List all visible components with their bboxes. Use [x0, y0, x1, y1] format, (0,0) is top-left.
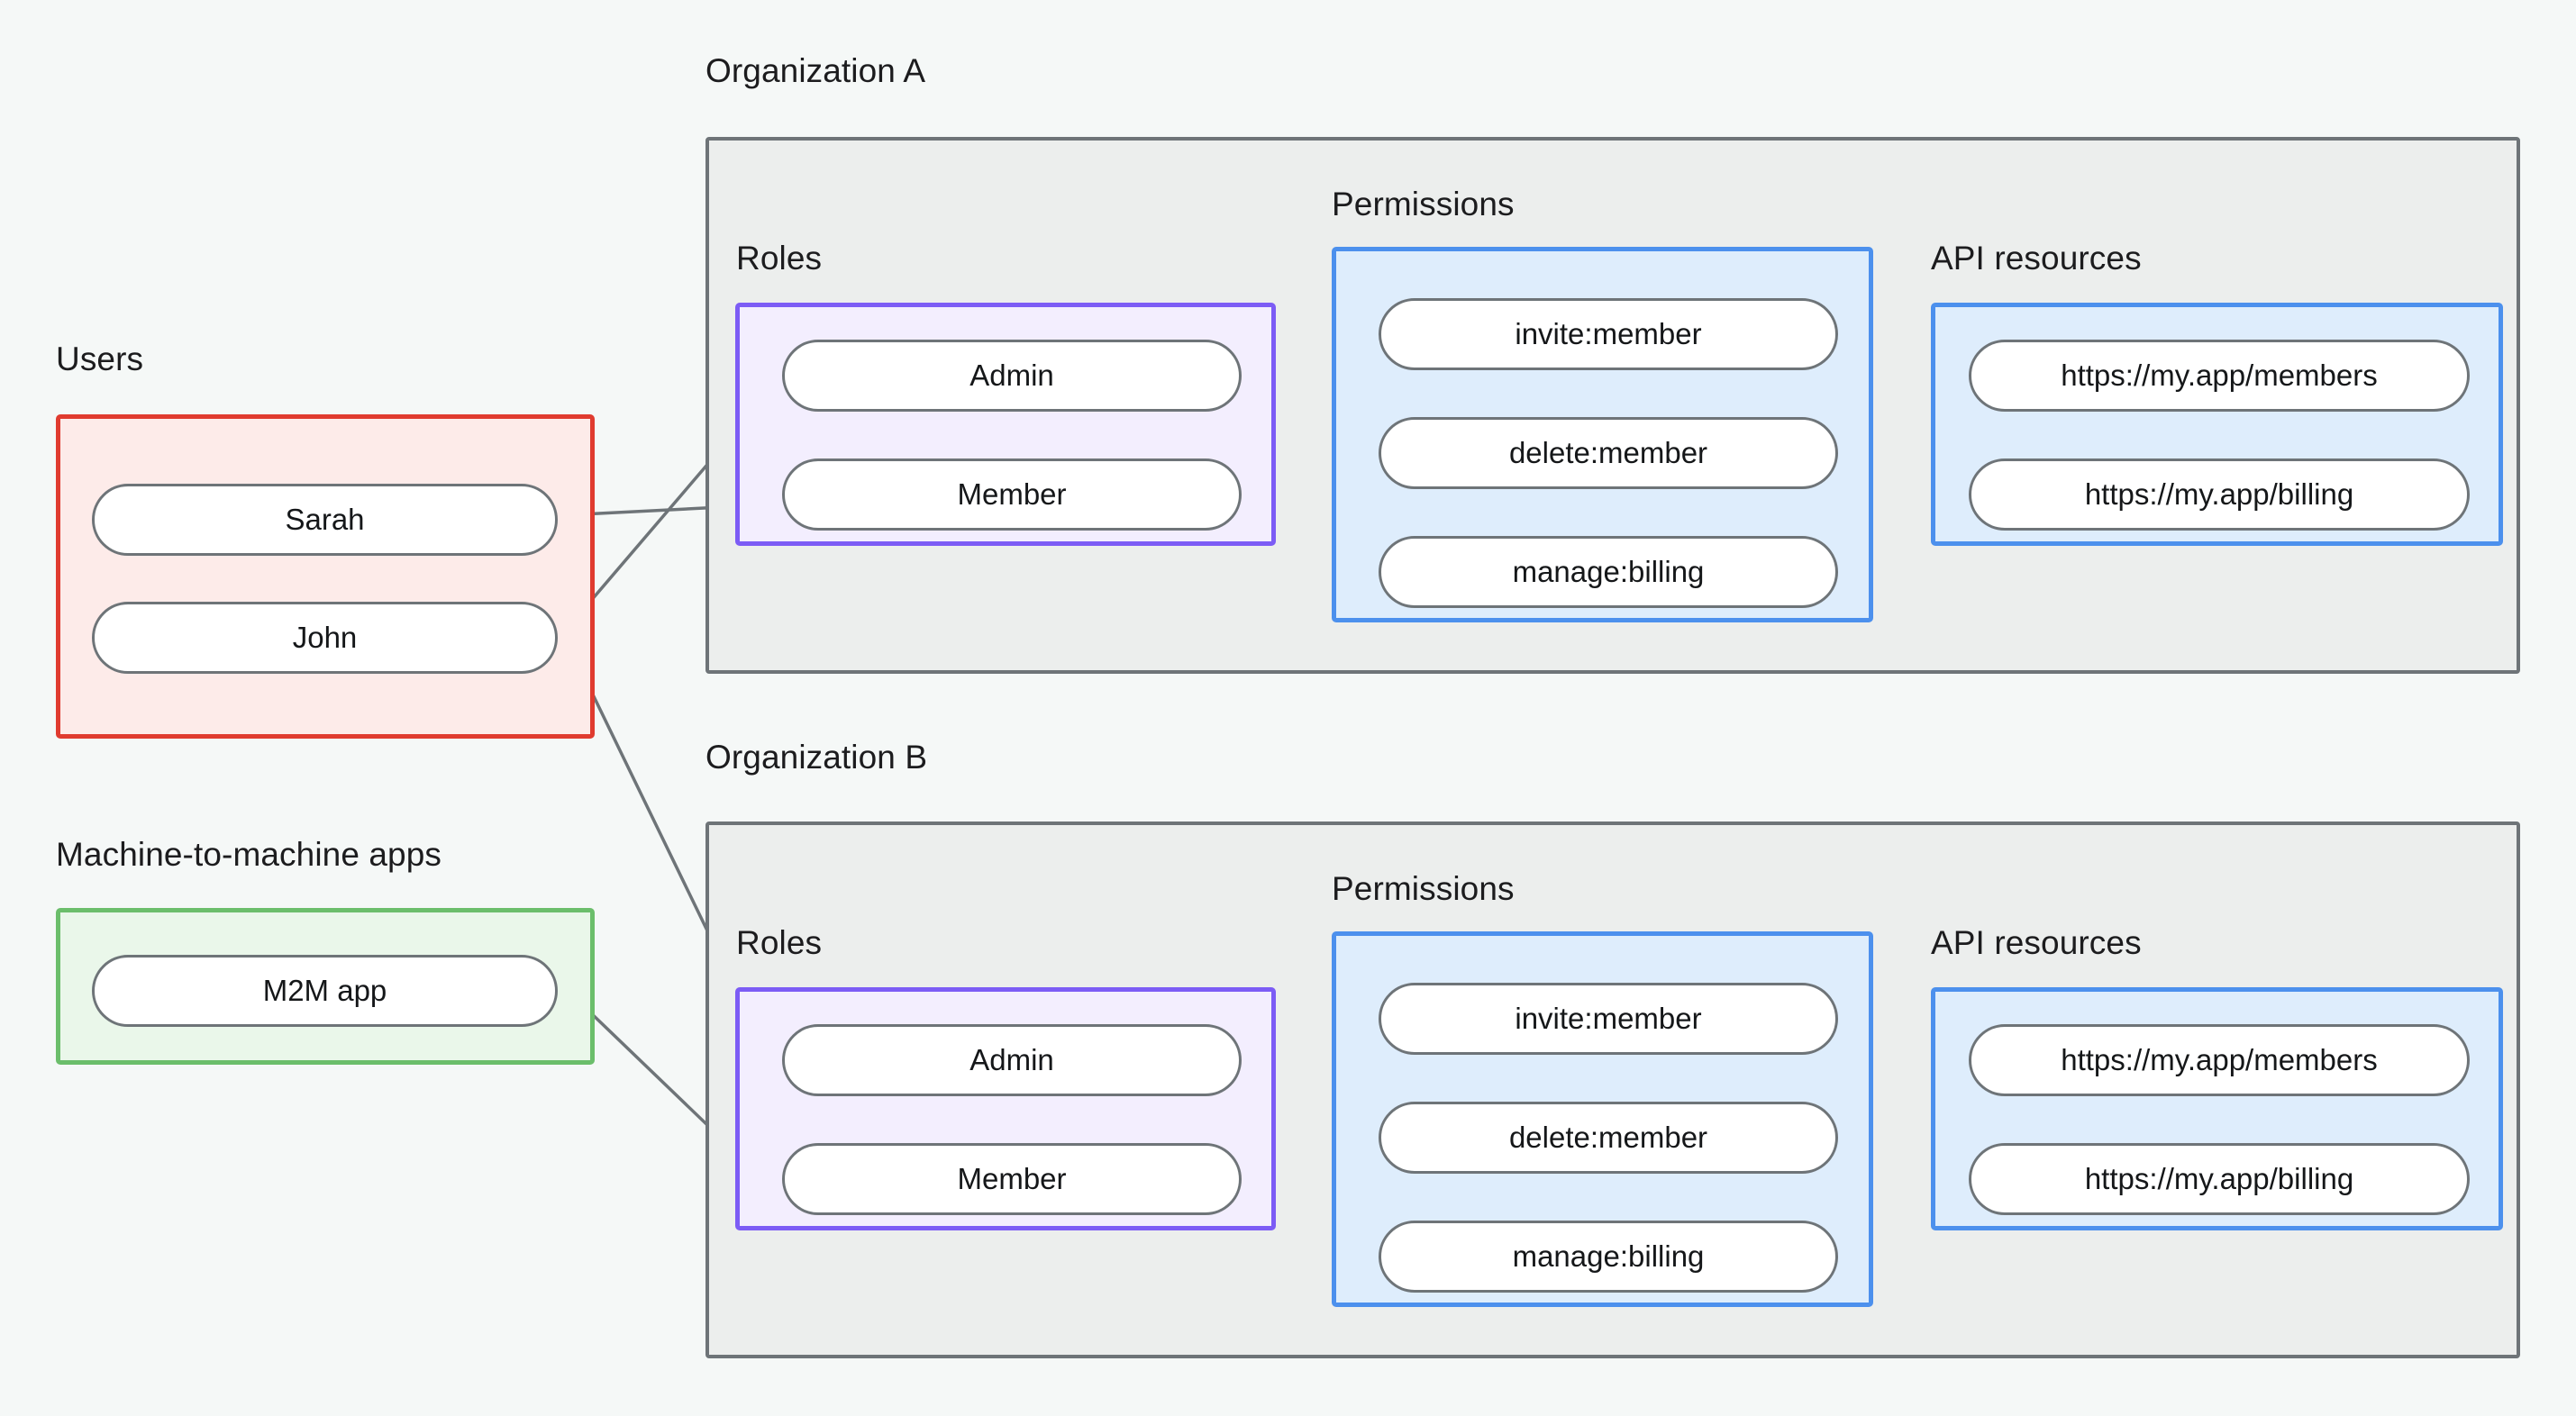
orgA-permission-invite-member[interactable]: invite:member	[1379, 298, 1838, 370]
orgA-api-resources-caption: API resources	[1931, 240, 2142, 277]
user-sarah[interactable]: Sarah	[92, 484, 558, 556]
orgA-api-resource-billing[interactable]: https://my.app/billing	[1969, 458, 2470, 531]
orgB-role-member[interactable]: Member	[782, 1143, 1242, 1215]
orgB-permission-invite-member[interactable]: invite:member	[1379, 983, 1838, 1055]
orgA-api-resource-members[interactable]: https://my.app/members	[1969, 340, 2470, 412]
m2m-caption: Machine-to-machine apps	[56, 836, 442, 873]
orgB-permissions-box: invite:member delete:member manage:billi…	[1332, 931, 1873, 1307]
orgB-permission-manage-billing[interactable]: manage:billing	[1379, 1221, 1838, 1293]
orgB-api-resource-billing[interactable]: https://my.app/billing	[1969, 1143, 2470, 1215]
orgB-roles-box: Admin Member	[735, 987, 1276, 1230]
orgA-permission-delete-member[interactable]: delete:member	[1379, 417, 1838, 489]
organization-b-caption: Organization B	[705, 739, 928, 776]
orgB-roles-caption: Roles	[736, 924, 823, 961]
orgB-api-resource-members[interactable]: https://my.app/members	[1969, 1024, 2470, 1096]
orgB-permission-delete-member[interactable]: delete:member	[1379, 1102, 1838, 1174]
orgB-api-resources-caption: API resources	[1931, 924, 2142, 961]
orgA-permission-manage-billing[interactable]: manage:billing	[1379, 536, 1838, 608]
m2m-app[interactable]: M2M app	[92, 955, 558, 1027]
orgA-roles-caption: Roles	[736, 240, 823, 277]
users-box: Sarah John	[56, 414, 595, 739]
orgA-role-admin[interactable]: Admin	[782, 340, 1242, 412]
orgA-permissions-caption: Permissions	[1332, 186, 1515, 222]
orgA-roles-box: Admin Member	[735, 303, 1276, 546]
orgB-api-resources-box: https://my.app/members https://my.app/bi…	[1931, 987, 2503, 1230]
orgB-role-admin[interactable]: Admin	[782, 1024, 1242, 1096]
orgA-api-resources-box: https://my.app/members https://my.app/bi…	[1931, 303, 2503, 546]
orgA-role-member[interactable]: Member	[782, 458, 1242, 531]
orgA-permissions-box: invite:member delete:member manage:billi…	[1332, 247, 1873, 622]
m2m-box: M2M app	[56, 908, 595, 1065]
organization-b-box: Roles Admin Member Permissions invite:me…	[705, 821, 2520, 1358]
users-caption: Users	[56, 340, 144, 377]
organization-a-box: Roles Admin Member Permissions invite:me…	[705, 137, 2520, 674]
user-john[interactable]: John	[92, 602, 558, 674]
orgB-permissions-caption: Permissions	[1332, 870, 1515, 907]
organization-a-caption: Organization A	[705, 52, 926, 89]
